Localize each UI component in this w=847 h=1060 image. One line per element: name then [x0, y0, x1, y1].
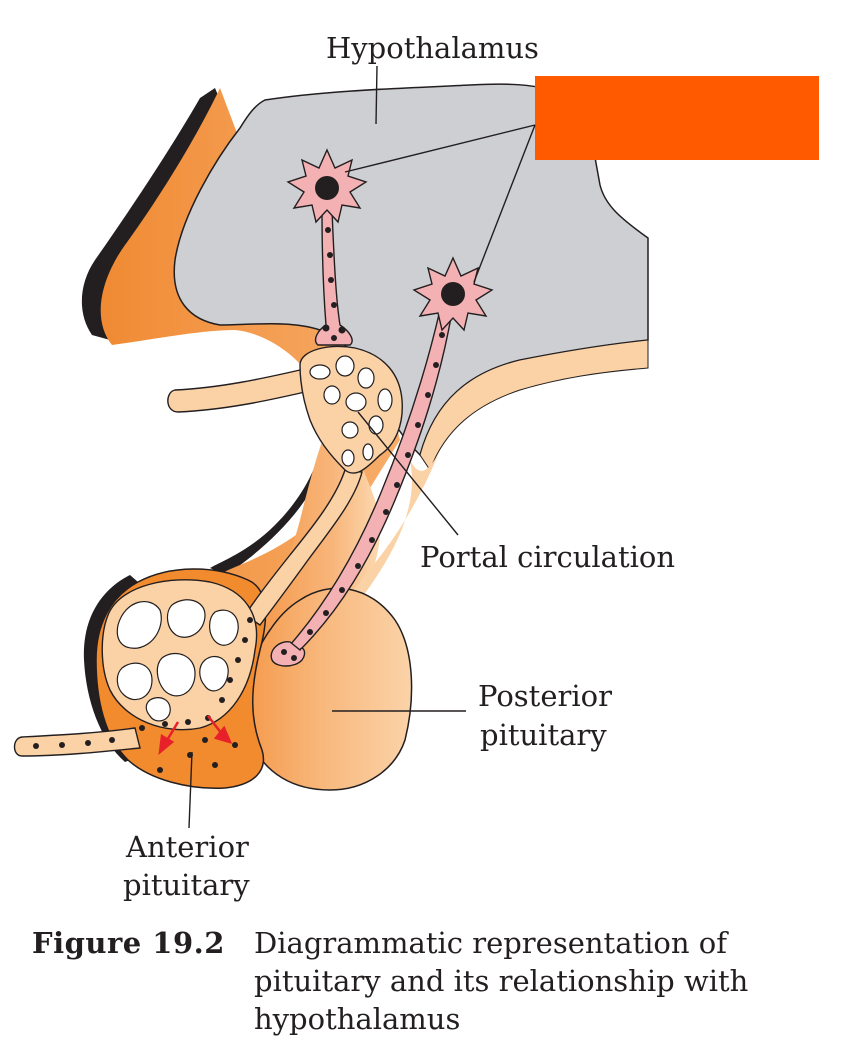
label-hypothalamus: Hypothalamus	[326, 31, 539, 65]
neuron-2-cell-body	[412, 256, 494, 332]
label-posterior-pituitary-line1: Posterior	[478, 679, 612, 713]
portal-vessel-upper	[167, 369, 306, 413]
figure-number: Figure 19.2	[32, 926, 225, 960]
portal-circulation-leader	[357, 411, 459, 536]
neuron-1-cell-body	[286, 148, 368, 224]
highlight-box	[535, 76, 819, 160]
median-eminence-band	[419, 339, 649, 472]
label-posterior-pituitary-line2: pituitary	[480, 718, 607, 752]
portal-vessel-stalk	[244, 469, 363, 626]
label-anterior-pituitary-line1: Anterior	[125, 830, 249, 864]
shadow-edge	[81, 88, 220, 340]
anterior-pituitary-leader	[188, 751, 193, 829]
secretory-granules	[33, 227, 445, 773]
label-portal-circulation: Portal circulation	[420, 540, 675, 574]
portal-vessel-lower	[13, 727, 141, 757]
label-anterior-pituitary-line2: pituitary	[123, 868, 250, 902]
hypothalamus-leader	[375, 65, 378, 125]
outer-tissue	[100, 88, 400, 600]
hormone-release-arrows	[158, 715, 233, 755]
figure-caption-text: Diagrammatic representation of pituitary…	[254, 926, 749, 1036]
box-leader-neuron-1	[344, 124, 536, 173]
box-leader-neuron-2	[473, 124, 536, 283]
secondary-capillary-plexus	[101, 579, 258, 731]
neuron-1-axon	[314, 209, 353, 346]
shadow-edge-anterior	[83, 575, 138, 762]
stalk-right	[340, 450, 440, 600]
